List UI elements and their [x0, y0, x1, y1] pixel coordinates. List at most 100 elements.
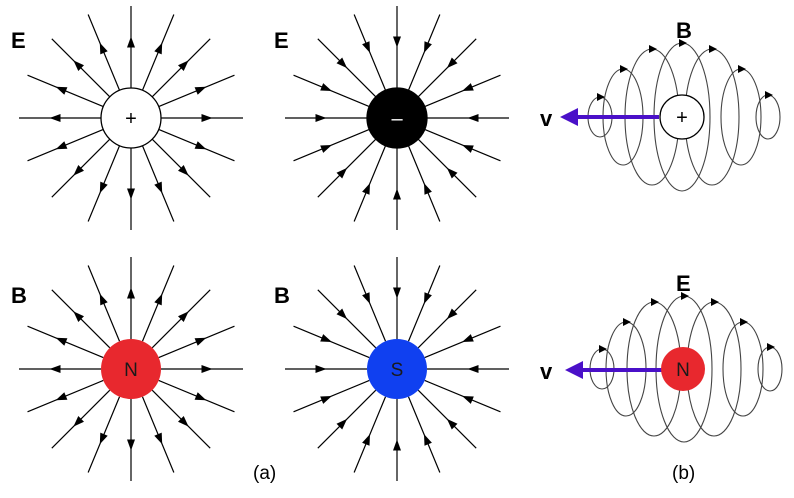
- field-lines: [285, 257, 509, 481]
- velocity-arrowhead: [565, 361, 583, 379]
- field-arrowhead: [194, 141, 207, 150]
- field-label: E: [274, 28, 289, 53]
- field-arrowhead: [194, 86, 207, 95]
- field-lines: [285, 6, 509, 230]
- field-arrowhead: [154, 181, 163, 194]
- field-arrowhead: [424, 41, 432, 53]
- field-arrowhead: [154, 42, 163, 55]
- field-arrowhead: [467, 114, 479, 122]
- field-arrowhead: [154, 293, 163, 306]
- e-positive-field: + E: [11, 6, 243, 230]
- field-arrowhead: [315, 114, 327, 122]
- loop-arrowhead: [623, 318, 631, 326]
- field-loop: [720, 68, 762, 166]
- pole-letter: N: [676, 360, 690, 381]
- field-arrowhead: [362, 183, 370, 195]
- field-arrowhead: [99, 181, 108, 194]
- field-arrowhead: [467, 365, 479, 373]
- field-arrowhead: [73, 165, 84, 176]
- field-arrowhead: [462, 145, 474, 153]
- field-arrowhead: [194, 392, 207, 401]
- field-label: E: [11, 28, 26, 53]
- charge-sign: +: [676, 107, 688, 129]
- field-arrowhead: [55, 141, 68, 150]
- field-loop: [755, 94, 781, 140]
- field-arrowhead: [362, 434, 370, 446]
- field-arrowhead: [49, 114, 61, 122]
- b-south-field: S B: [274, 257, 509, 481]
- field-arrowhead: [49, 365, 61, 373]
- field-arrowhead: [336, 418, 348, 430]
- field-label: B: [11, 283, 27, 308]
- field-loop: [722, 321, 764, 417]
- panel-a-caption: (a): [253, 463, 276, 484]
- field-lines: [19, 257, 243, 481]
- field-arrowhead: [320, 334, 332, 342]
- positive-charge: [100, 87, 162, 149]
- field-arrowhead: [55, 392, 68, 401]
- field-arrowhead: [178, 165, 189, 176]
- field-arrowhead: [178, 311, 189, 322]
- field-arrowhead: [362, 41, 370, 53]
- negative-charge: [366, 87, 428, 149]
- loop-arrowhead: [711, 298, 719, 306]
- charge-sign: –: [391, 108, 403, 130]
- loop-arrowhead: [765, 91, 773, 99]
- loop-arrowhead: [679, 39, 687, 47]
- moving-north-pole: [661, 347, 705, 391]
- field-arrowhead: [336, 167, 348, 179]
- loop-arrowhead: [649, 45, 657, 53]
- field-arrowhead: [362, 292, 370, 304]
- field-arrowhead: [99, 432, 108, 445]
- b-north-field: N B: [11, 257, 243, 481]
- velocity-label: v: [540, 106, 553, 131]
- pole-letter: N: [124, 360, 138, 381]
- field-arrowhead: [127, 36, 135, 48]
- field-arrowhead: [320, 396, 332, 404]
- e-negative-field: – E: [274, 6, 509, 230]
- moving-positive-charge: [659, 94, 705, 140]
- field-arrowhead: [194, 337, 207, 346]
- field-arrowhead: [55, 86, 68, 95]
- field-arrowhead: [462, 334, 474, 342]
- charge-sign: +: [125, 108, 137, 130]
- field-arrowhead: [446, 308, 458, 320]
- field-arrowhead: [315, 365, 327, 373]
- field-arrowhead: [55, 337, 68, 346]
- field-arrowhead: [201, 365, 213, 373]
- loop-arrowhead: [651, 298, 659, 306]
- field-arrowhead: [393, 188, 401, 200]
- velocity-label: v: [540, 359, 553, 384]
- field-lines: [19, 6, 243, 230]
- field-arrowhead: [320, 145, 332, 153]
- field-arrowhead: [424, 183, 432, 195]
- moving-charge-group: + B v: [540, 18, 781, 192]
- field-arrowhead: [320, 83, 332, 91]
- field-arrowhead: [462, 396, 474, 404]
- field-arrowhead: [127, 439, 135, 451]
- field-arrowhead: [393, 287, 401, 299]
- field-arrowhead: [73, 311, 84, 322]
- field-arrowhead: [446, 167, 458, 179]
- field-arrowhead: [73, 60, 84, 71]
- field-arrowhead: [393, 36, 401, 48]
- loop-arrowhead: [767, 343, 775, 351]
- field-arrowhead: [424, 434, 432, 446]
- field-arrowhead: [393, 439, 401, 451]
- field-arrowhead: [178, 60, 189, 71]
- moving-pole-group: N E v: [540, 271, 783, 443]
- field-label: B: [274, 283, 290, 308]
- loop-arrowhead: [740, 318, 748, 326]
- pole-letter: S: [391, 360, 404, 381]
- loop-arrowhead: [599, 345, 607, 353]
- field-arrowhead: [336, 57, 348, 69]
- north-pole: [101, 339, 161, 399]
- field-label: E: [676, 271, 691, 296]
- panel-b-caption: (b): [672, 463, 695, 484]
- field-arrowhead: [127, 188, 135, 200]
- loop-arrowhead: [738, 65, 746, 73]
- south-pole: [367, 339, 427, 399]
- field-arrowhead: [127, 287, 135, 299]
- loop-arrowhead: [709, 45, 717, 53]
